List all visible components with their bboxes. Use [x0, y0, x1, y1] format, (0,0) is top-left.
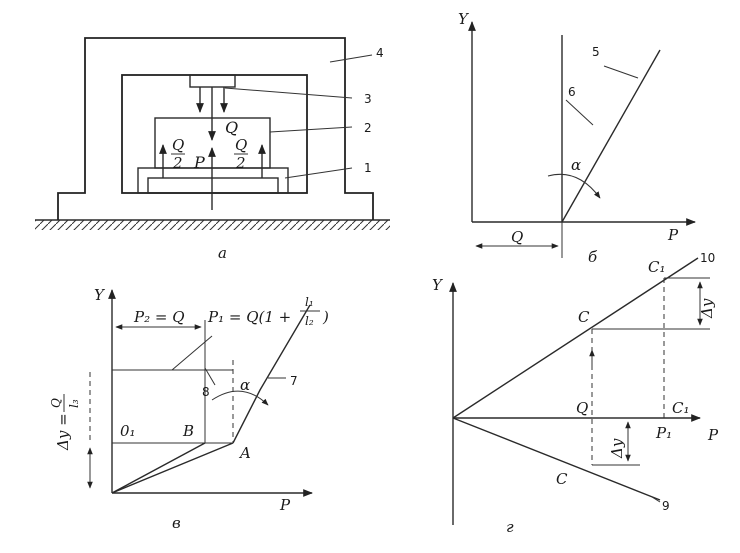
axis-x-label-g: P: [707, 426, 719, 444]
dy-label-text: Δy =: [54, 413, 72, 451]
line-9: [452, 417, 661, 501]
caption-v: в: [172, 514, 181, 532]
axis-x-label-v: P: [279, 496, 291, 514]
angle-arc-b: [547, 173, 601, 199]
line-label-8: 8: [202, 385, 210, 399]
line-label-9: 9: [662, 499, 670, 513]
lower-plate: [137, 167, 289, 194]
leader-8: [204, 367, 216, 386]
angle-arc-v: [211, 390, 269, 406]
mid-q: Q: [576, 399, 588, 417]
leader-4: [329, 54, 373, 63]
leader-2: [269, 126, 353, 133]
label-half-num-left: Q: [172, 136, 184, 154]
angle-label-v: α: [240, 376, 250, 394]
p1-frac-num: l₁: [305, 295, 314, 309]
axis-y-label-v: Y: [94, 286, 106, 304]
p2-label: P₂ = Q: [133, 308, 185, 326]
offset-label-b: Q: [511, 228, 523, 246]
dy-upper-label: Δy: [698, 298, 716, 319]
dy-frac-den: l₃: [67, 399, 81, 408]
leader-6: [565, 99, 594, 126]
label-half-num-right: Q: [235, 136, 247, 154]
angle-label-b: α: [571, 156, 581, 174]
label-q: Q: [225, 118, 238, 137]
label-p: P: [193, 153, 205, 172]
p1-frac-close: ): [322, 308, 329, 326]
label-half-den-right: 2: [235, 154, 246, 172]
part-4: 4: [376, 46, 384, 60]
ray-to-a: [111, 442, 234, 494]
axis-y-label-g: Y: [432, 276, 444, 294]
caption-g: г: [506, 518, 514, 536]
line-label-7: 7: [290, 374, 298, 388]
upper-c: C: [578, 308, 590, 326]
caption-a: а: [218, 244, 227, 262]
point-o1: 0₁: [120, 422, 136, 440]
point-b: B: [182, 422, 194, 440]
line-label-10: 10: [700, 251, 715, 265]
line-label-6: 6: [568, 85, 576, 99]
leader-5: [603, 65, 639, 79]
p1-frac-den: l₂: [305, 314, 314, 328]
line-5: [561, 49, 661, 223]
line-7: [232, 304, 311, 444]
line-10: [452, 257, 699, 419]
upper-plate: [189, 74, 236, 88]
axis-y-label-b: Y: [458, 10, 470, 28]
p1-label-g: P₁: [655, 424, 672, 442]
point-a: A: [238, 444, 251, 462]
part-1: 1: [364, 161, 372, 175]
part-2: 2: [364, 121, 372, 135]
panel-b: Y P 5 6 α Q б: [458, 10, 696, 266]
leader-1: [284, 167, 353, 179]
caption-b: б: [588, 248, 598, 266]
mid-c1: C₁: [672, 399, 690, 417]
dy-upper-wrap: Δy: [698, 298, 716, 319]
panel-a: Q P Q 2 Q 2 4 3 2 1 а: [35, 37, 390, 262]
dy-frac-num: Q: [49, 398, 63, 408]
leader-p1: [171, 335, 213, 371]
press-frame: [57, 37, 374, 220]
lower-c: C: [556, 470, 568, 488]
label-half-den-left: 2: [172, 154, 183, 172]
leader-3: [224, 87, 353, 99]
upper-c1: C₁: [648, 258, 666, 276]
panel-v: Y P P₂ = Q P₁ = Q(1 + l₁ l₂ ) Δy = Q l₃ …: [49, 286, 329, 532]
ray-to-b: [111, 442, 206, 494]
dy-label-v: Δy = Q l₃: [49, 394, 81, 451]
p1-label: P₁ = Q(1 +: [207, 308, 291, 326]
panel-g: Y P 10 9 C C₁ C Q C₁ P₁ Δy Δy г: [432, 251, 719, 536]
part-3: 3: [364, 92, 372, 106]
axis-x-label-b: P: [667, 226, 679, 244]
leader-9: [651, 496, 661, 503]
ground-hatch: [35, 220, 390, 230]
lower-plate-inner: [147, 177, 279, 194]
dy-lower-label: Δy: [608, 438, 626, 459]
line-label-5: 5: [592, 45, 600, 59]
dy-lower-wrap: Δy: [608, 438, 626, 459]
